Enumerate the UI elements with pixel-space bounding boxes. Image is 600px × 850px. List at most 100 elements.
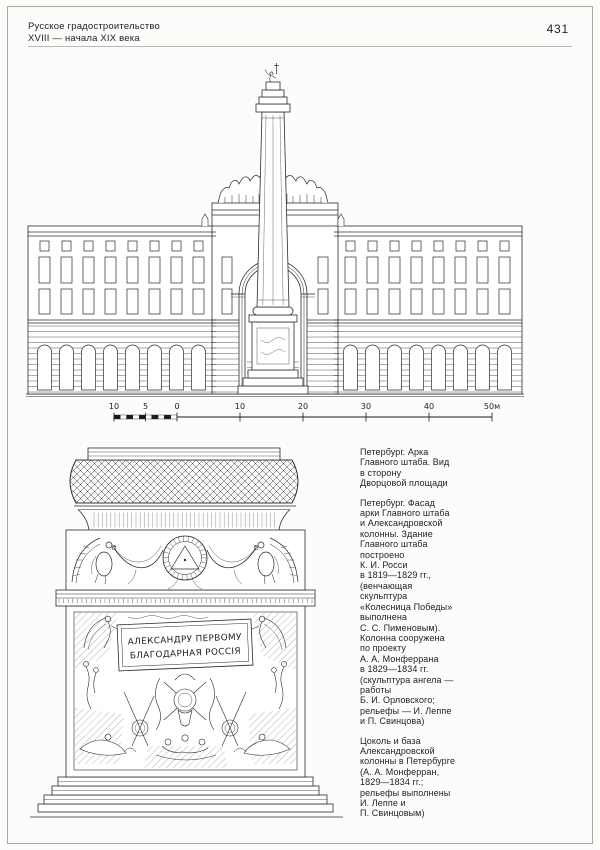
- scale-label: 50м: [484, 402, 500, 411]
- wreath-medallion: [162, 535, 208, 590]
- eagle-relief-part: [72, 545, 90, 577]
- scale-label: 10: [109, 402, 119, 411]
- wreath-leaf: [199, 548, 206, 552]
- upper-window: [476, 256, 489, 284]
- lower-window: [388, 288, 401, 315]
- ground-arch-window: [37, 344, 52, 391]
- standing-figures: [83, 661, 99, 710]
- pedestal-relief: [260, 337, 286, 355]
- ground-arch-window: [475, 344, 490, 391]
- ground-arch-window: [365, 344, 380, 391]
- reclining-figure-part: [79, 739, 127, 756]
- scale-label: 10: [235, 402, 245, 411]
- lower-window: [38, 288, 51, 315]
- scale-segment: [113, 414, 121, 420]
- quadriga-sculpture-part: [224, 194, 260, 203]
- bottom-figures-part: [164, 738, 172, 746]
- pedestal: АЛЕКСАНДРУ ПЕРВОМУ БЛАГОДАРНАЯ РОССІЯ: [30, 447, 343, 818]
- hatch-patch: [248, 708, 296, 764]
- upper-window: [454, 256, 467, 284]
- angel-pedestal: [265, 81, 281, 91]
- column-base-molding: [247, 369, 299, 379]
- lower-window: [498, 288, 511, 315]
- ground-arch-window: [125, 344, 140, 391]
- right-wing: [333, 225, 523, 395]
- upper-window: [82, 256, 95, 284]
- attic-window: [477, 240, 488, 252]
- scotia-profile: [77, 509, 291, 531]
- wreath-leaf: [194, 571, 198, 577]
- garland-swag: [111, 545, 164, 585]
- wreath-leaf: [178, 537, 181, 543]
- ground-arch-window: [103, 344, 118, 391]
- hatch-patch: [75, 613, 118, 670]
- wreath-leaf: [186, 574, 188, 580]
- bottom-figures-part: [181, 734, 189, 742]
- wreath-leaf: [181, 574, 183, 580]
- eagle-relief-part: [71, 537, 101, 583]
- scale-label: 5: [143, 402, 148, 411]
- header-rule: [28, 46, 572, 47]
- lower-step: [37, 803, 334, 813]
- upper-window: [170, 256, 183, 284]
- upper-window: [432, 256, 445, 284]
- lower-window: [221, 288, 233, 315]
- attic-window: [367, 240, 378, 252]
- ground-arch-window: [191, 344, 206, 391]
- wreath-leaf: [169, 542, 174, 547]
- column-torus: [252, 306, 294, 316]
- upper-window: [366, 256, 379, 284]
- attic-window: [171, 240, 182, 252]
- capital-top: [261, 89, 285, 98]
- capital-abacus: [255, 103, 291, 113]
- winged-figure-part: [87, 623, 107, 651]
- upper-window: [60, 256, 73, 284]
- wreath-leaf: [200, 561, 207, 564]
- bottom-figures-part: [198, 738, 206, 746]
- eagle-relief-part: [111, 544, 117, 549]
- shaft-shading-line: [262, 114, 267, 306]
- attic-window: [345, 240, 356, 252]
- die-relief: АЛЕКСАНДРУ ПЕРВОМУ БЛАГОДАРНАЯ РОССІЯ: [73, 611, 298, 771]
- winged-figure-part: [83, 617, 107, 649]
- lower-window: [410, 288, 423, 315]
- scale-segment: [120, 414, 127, 420]
- attic-window: [127, 240, 138, 252]
- hatch-patch: [144, 746, 228, 768]
- alexander-column: [237, 63, 309, 395]
- garland-swag-part: [113, 547, 164, 568]
- banner: [209, 677, 215, 731]
- lower-window: [170, 288, 183, 315]
- upper-window: [410, 256, 423, 284]
- column-step: [242, 377, 304, 387]
- bottom-figures-part: [155, 754, 217, 761]
- winged-figure-part: [104, 615, 112, 623]
- cloud-lines: [127, 615, 209, 619]
- pedestal-relief-panel: [256, 327, 290, 365]
- running-title: Русское градостроительство XVIII — начал…: [28, 21, 161, 45]
- upper-window: [192, 256, 205, 284]
- lower-window: [366, 288, 379, 315]
- scale-segment: [138, 414, 146, 420]
- angel-with-cross-part: [265, 69, 276, 83]
- attic-window: [389, 240, 400, 252]
- lower-window: [344, 288, 357, 315]
- garland-swag-part: [111, 545, 117, 551]
- lower-window: [148, 288, 161, 315]
- scale-label: 20: [298, 402, 308, 411]
- lower-window: [454, 288, 467, 315]
- weapons-cluster-part: [131, 719, 149, 737]
- scale-segment: [157, 414, 165, 420]
- wreath-leaf: [171, 571, 176, 576]
- shaft-stub: [87, 447, 281, 461]
- banner: [155, 677, 161, 731]
- attic-window: [455, 240, 466, 252]
- ground-arch-window: [387, 344, 402, 391]
- scale-label: 30: [361, 402, 371, 411]
- wreath-leaf: [197, 544, 203, 548]
- wreath-medallion-part: [183, 558, 187, 562]
- ground-arch-window: [497, 344, 512, 391]
- cornice-lines: [28, 209, 522, 324]
- upper-window: [388, 256, 401, 284]
